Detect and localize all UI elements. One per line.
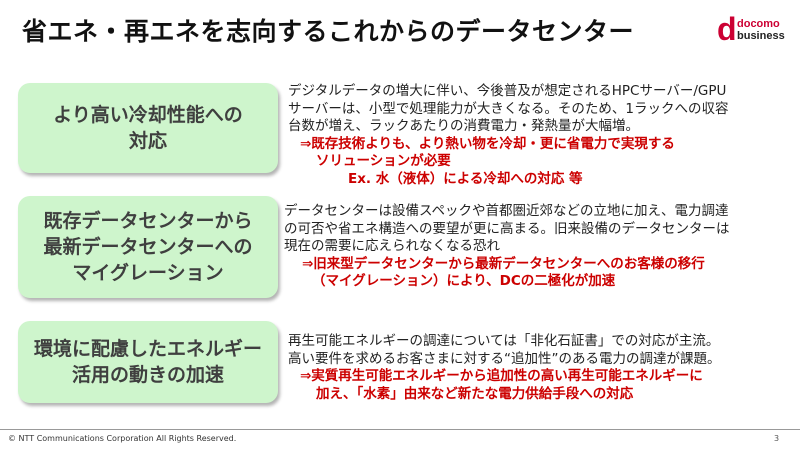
footer-divider (0, 429, 800, 430)
desc-line: の可否や省エネ構造への要望が更に高まる。旧来設備のデータセンターは (284, 220, 730, 237)
logo-mark: d (717, 11, 737, 47)
page-number: 3 (774, 434, 780, 443)
section-description-renewable: 再生可能エネルギーの調達については「非化石証書」での対応が主流。 高い要件を求め… (288, 333, 793, 403)
desc-line: 台数が増え、ラックあたりの消費電力・発熱量が大幅増。 (288, 118, 639, 134)
desc-line: サーバーは、小型で処理能力が大きくなる。そのため、1ラックへの収容 (288, 100, 729, 117)
section-heading-cooling: より高い冷却性能への 対応 (18, 83, 278, 173)
copyright: © NTT Communications Corporation All Rig… (8, 434, 237, 443)
highlight-line: ⇒既存技術よりも、より熱い物を冷却・更に省電力で実現する (300, 135, 675, 152)
highlight-line: ソリューションが必要 (316, 153, 451, 169)
highlight-line: 加え、「水素」由来など新たな電力供給手段への対応 (316, 385, 634, 402)
desc-line: 高い要件を求めるお客さまに対する“追加性”のある電力の調達が課題。 (288, 350, 721, 367)
desc-line: 再生可能エネルギーの調達については「非化石証書」での対応が主流。 (288, 333, 720, 349)
desc-line: データセンターは設備スペックや首都圏近郊などの立地に加え、電力調達 (284, 203, 729, 219)
docomo-business-logo: d docomo business (717, 12, 793, 46)
logo-line2: business (737, 30, 785, 42)
section-description-migration: データセンターは設備スペックや首都圏近郊などの立地に加え、電力調達 の可否や省エ… (284, 203, 789, 291)
section-description-cooling: デジタルデータの増大に伴い、今後普及が想定されるHPCサーバー/GPU サーバー… (288, 83, 793, 188)
highlight-line: ⇒実質再生可能エネルギーから追加性の高い再生可能エネルギーに (300, 368, 703, 384)
desc-line: デジタルデータの増大に伴い、今後普及が想定されるHPCサーバー/GPU (288, 83, 727, 99)
section-heading-migration: 既存データセンターから 最新データセンターへの マイグレーション (18, 196, 278, 298)
highlight-line: ⇒旧来型データセンターから最新データセンターへのお客様の移行 (302, 255, 705, 272)
highlight-line: （マイグレーション）により、DCの二極化が加速 (312, 273, 616, 289)
section-heading-renewable: 環境に配慮したエネルギー 活用の動きの加速 (18, 321, 278, 403)
desc-line: 現在の需要に応えられなくなる恐れ (284, 238, 500, 254)
logo-text: docomo business (737, 18, 785, 42)
logo-line1: docomo (737, 18, 780, 30)
slide-title: 省エネ・再エネを志向するこれからのデータセンター (22, 17, 635, 46)
highlight-line: Ex. 水（液体）による冷却への対応 等 (348, 170, 583, 187)
